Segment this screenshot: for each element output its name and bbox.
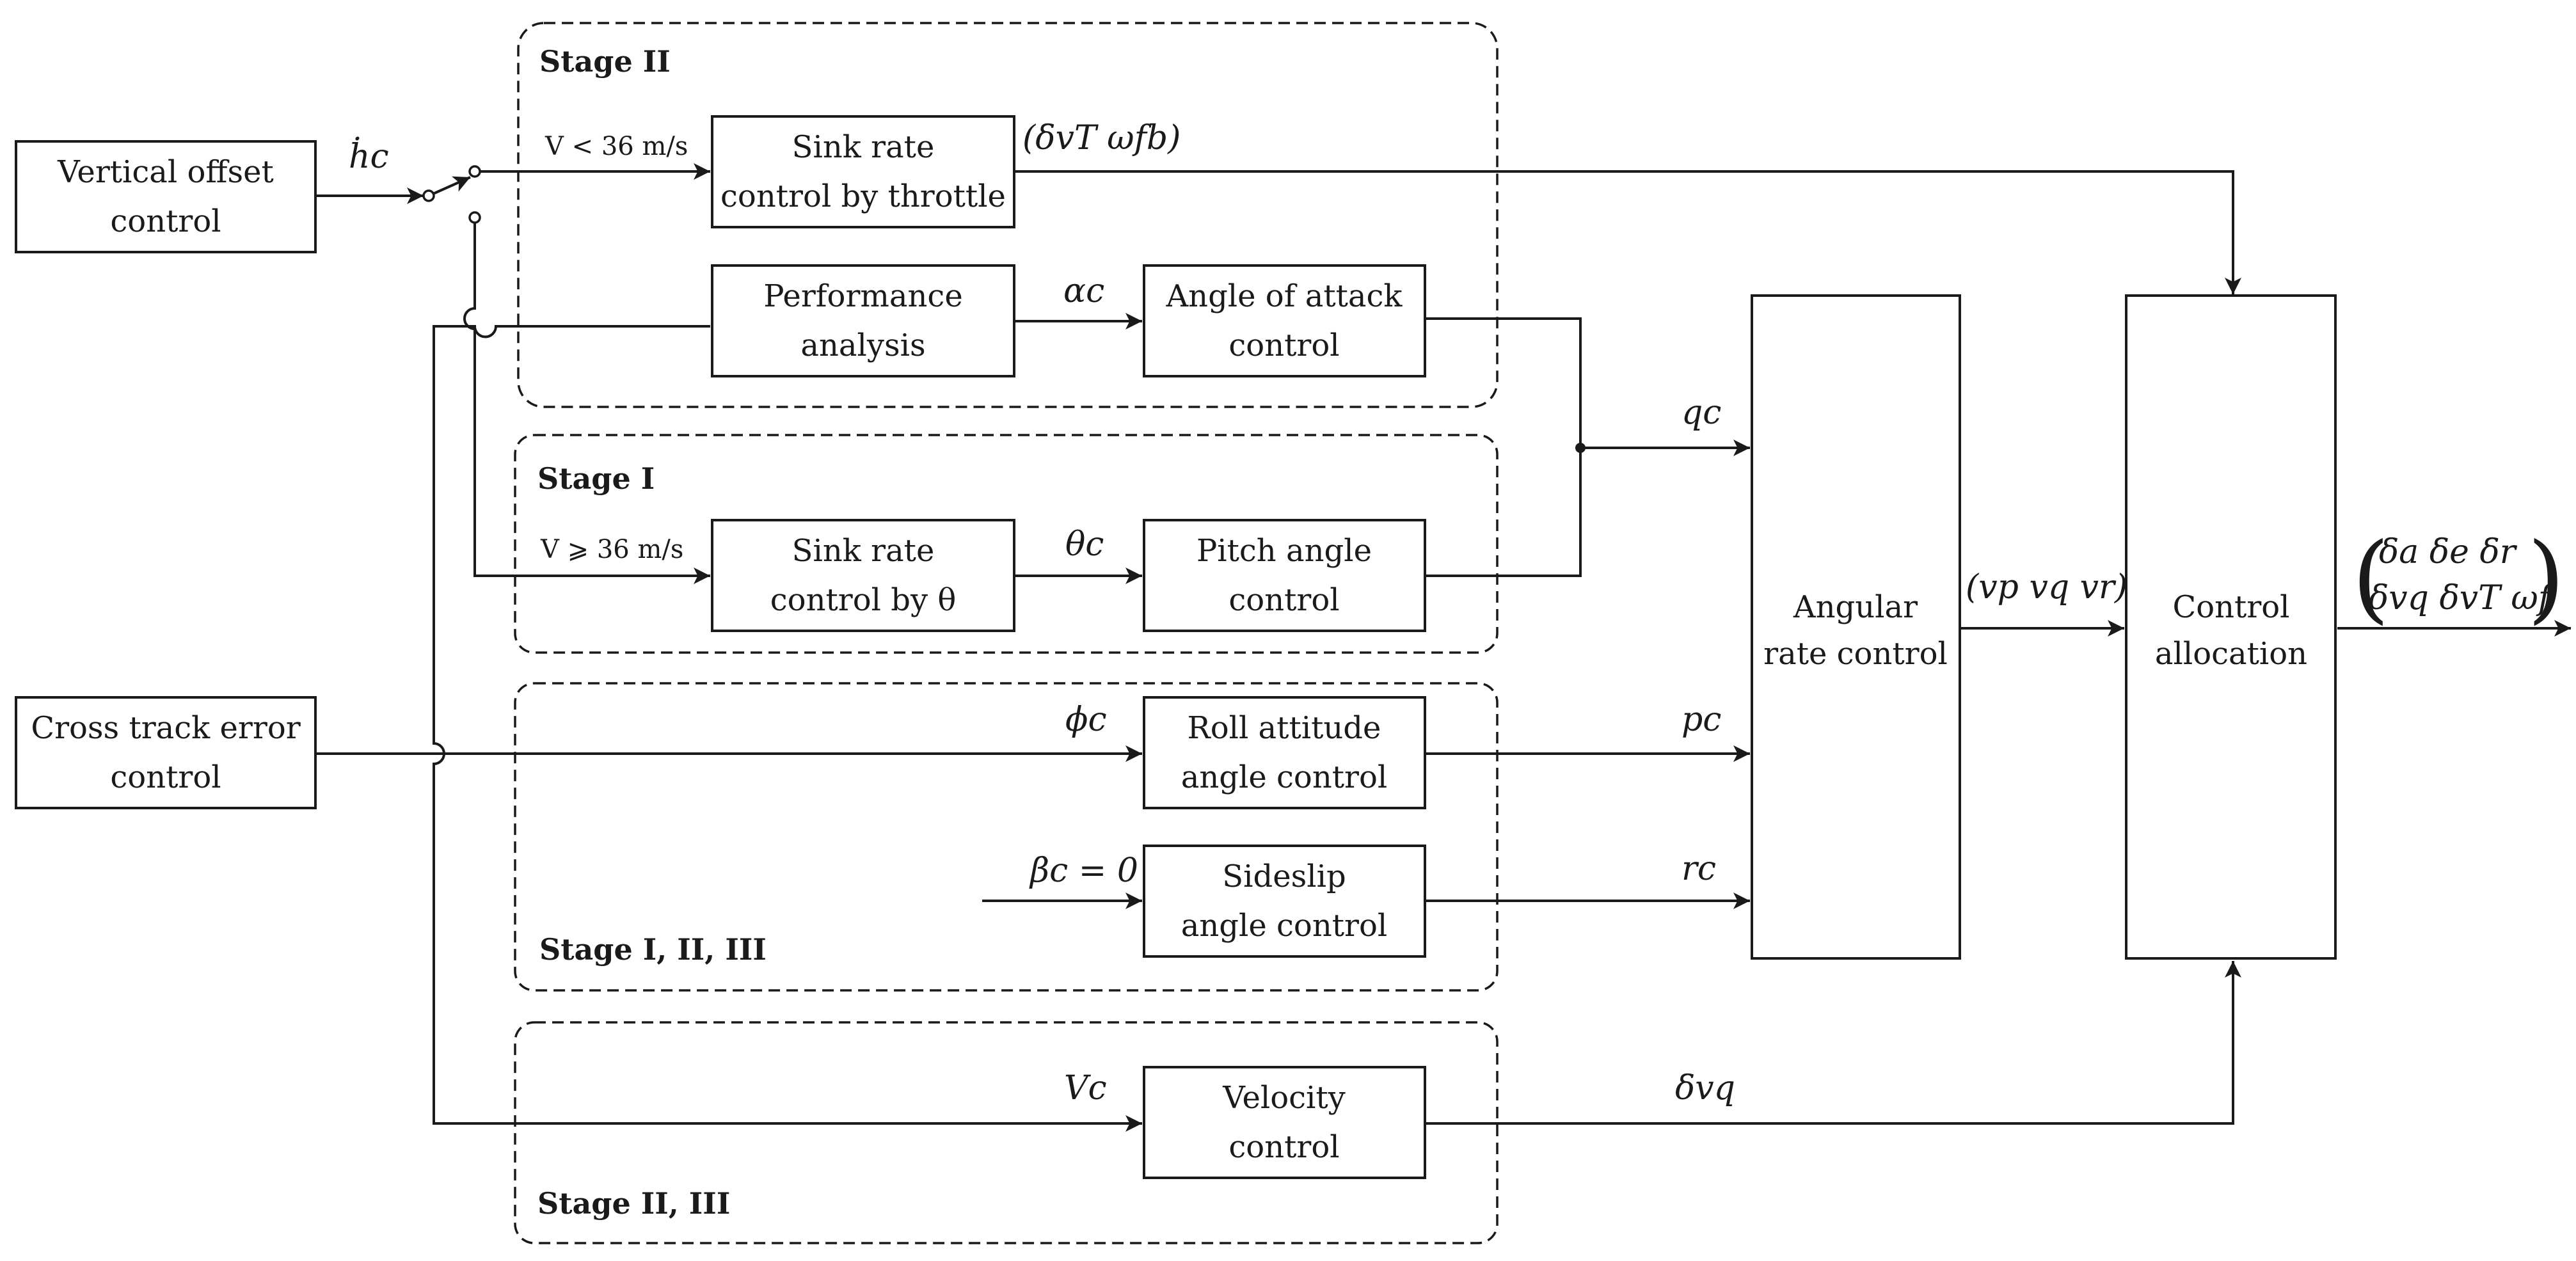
svg-text:Sideslip: Sideslip — [1222, 859, 1346, 894]
low-speed-condition: V < 36 m/s — [545, 132, 688, 161]
velocity-control-block: Velocity control — [1143, 1066, 1426, 1179]
switch — [422, 165, 481, 224]
svg-text:Angular: Angular — [1793, 589, 1918, 625]
svg-text:angle control: angle control — [1181, 908, 1387, 944]
output-row-2: δvq δvT ωf — [2369, 579, 2556, 617]
performance-analysis-block: Performance analysis — [711, 264, 1015, 377]
h-dot-label: ḣc — [349, 137, 389, 176]
vertical-offset-control-block: Vertical offset control — [15, 140, 317, 253]
q-label: qc — [1682, 393, 1721, 432]
svg-text:Velocity: Velocity — [1222, 1080, 1346, 1116]
p-label: pc — [1682, 701, 1721, 739]
throttle-output-label: (δvT ωfb) — [1022, 119, 1181, 157]
sideslip-angle-control-block: Sideslip angle control — [1143, 845, 1426, 958]
svg-text:Sink rate: Sink rate — [792, 533, 935, 569]
theta-label: θc — [1065, 525, 1104, 564]
svg-text:Performance: Performance — [763, 278, 962, 314]
svg-text:): ) — [2527, 523, 2565, 634]
sink-rate-theta-block: Sink rate control by θ — [711, 519, 1015, 632]
alpha-label: αc — [1063, 272, 1104, 310]
svg-text:allocation: allocation — [2155, 636, 2307, 672]
phi-label: ϕc — [1065, 701, 1107, 739]
svg-text:analysis: analysis — [800, 328, 925, 363]
svg-text:control by throttle: control by throttle — [720, 178, 1006, 214]
svg-text:control: control — [110, 759, 221, 795]
junction-dot — [1575, 443, 1586, 453]
rates-label: (vp vq vr) — [1966, 568, 2127, 607]
angular-rate-control-block: Angular rate control — [1751, 294, 1961, 960]
beta-label: βc = 0 — [1029, 852, 1138, 890]
delta-vq-label: δvq — [1675, 1069, 1735, 1107]
control-allocation-block: Control allocation — [2125, 294, 2337, 960]
velocity-command-label: Vc — [1064, 1069, 1107, 1107]
svg-text:(: ( — [2352, 523, 2390, 634]
stage-1-2-3-label: Stage I, II, III — [539, 932, 767, 967]
pitch-angle-control-block: Pitch angle control — [1143, 519, 1426, 632]
cross-track-error-control-block: Cross track error control — [15, 696, 317, 809]
svg-text:control: control — [110, 203, 221, 239]
stage-1-region: Stage I — [514, 434, 1499, 654]
output-row-1: δa δe δr — [2379, 533, 2518, 571]
high-speed-condition: V ⩾ 36 m/s — [540, 535, 683, 564]
svg-text:rate control: rate control — [1763, 636, 1948, 672]
roll-attitude-control-block: Roll attitude angle control — [1143, 696, 1426, 809]
svg-text:Roll attitude: Roll attitude — [1188, 710, 1381, 746]
sink-rate-throttle-block: Sink rate control by throttle — [711, 115, 1015, 228]
stage-1-2-3-region: Stage I, II, III — [514, 682, 1499, 992]
stage-2-region: Stage II — [517, 22, 1499, 408]
angle-of-attack-control-block: Angle of attack control — [1143, 264, 1426, 377]
svg-text:Pitch angle: Pitch angle — [1197, 533, 1372, 569]
svg-text:angle control: angle control — [1181, 759, 1387, 795]
svg-text:Sink rate: Sink rate — [792, 129, 935, 165]
svg-text:Vertical offset: Vertical offset — [57, 154, 274, 190]
stage-2-3-region: Stage II, III — [514, 1021, 1499, 1244]
svg-text:Angle of attack: Angle of attack — [1165, 278, 1403, 314]
stage-2-label: Stage II — [539, 44, 671, 79]
svg-text:Cross track error: Cross track error — [31, 710, 300, 746]
svg-text:Control: Control — [2172, 589, 2289, 625]
svg-text:control: control — [1228, 582, 1339, 618]
r-label: rc — [1682, 850, 1716, 888]
svg-text:control: control — [1228, 1129, 1339, 1165]
stage-2-3-label: Stage II, III — [537, 1186, 730, 1221]
output-vector: ( ) δa δe δr δvq δvT ωf — [2352, 523, 2565, 634]
stage-1-label: Stage I — [537, 461, 655, 496]
svg-text:control by θ: control by θ — [770, 582, 956, 618]
svg-text:control: control — [1228, 328, 1339, 363]
signal-wires — [315, 163, 2571, 1132]
